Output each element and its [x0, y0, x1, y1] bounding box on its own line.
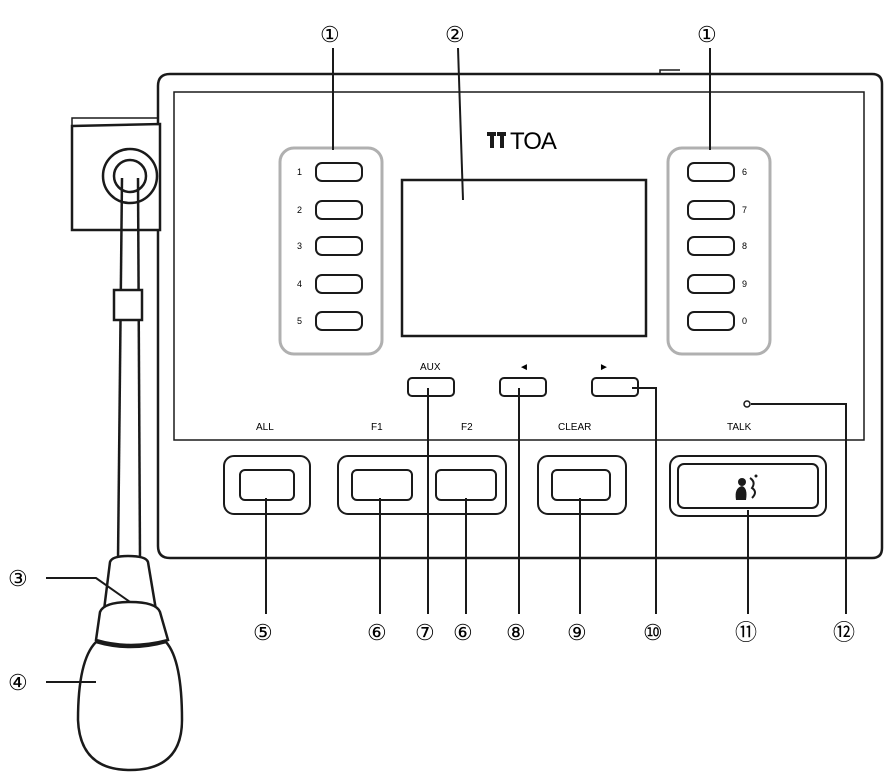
right-arrow-button[interactable]	[591, 377, 639, 397]
left-key-group: 1 2 3 4 5	[278, 146, 384, 356]
callout-4: ④	[8, 670, 28, 695]
microphone	[70, 117, 184, 772]
f2-label: F2	[461, 422, 473, 433]
callout-10: ⑩	[643, 620, 663, 645]
all-label: ALL	[256, 422, 274, 433]
brand-logo: TOA	[487, 128, 558, 155]
f-button-group	[337, 455, 507, 515]
f1-label: F1	[371, 422, 383, 433]
speaking-person-icon	[735, 474, 758, 500]
key-label-2: 2	[297, 205, 302, 215]
key-label-7: 7	[742, 205, 747, 215]
brand-text: TOA	[510, 128, 557, 155]
callout-6-f2: ⑥	[453, 620, 473, 645]
aux-button[interactable]	[407, 377, 455, 397]
aux-label: AUX	[420, 362, 441, 373]
left-arrow-label: ◄	[519, 362, 529, 373]
key-label-6: 6	[742, 167, 747, 177]
key-button-4[interactable]	[315, 274, 363, 294]
callout-1-left: ①	[320, 22, 340, 47]
callout-12: ⑫	[833, 620, 855, 645]
left-key-group-outline	[278, 146, 384, 356]
key-button-7[interactable]	[687, 200, 735, 220]
key-button-0[interactable]	[687, 311, 735, 331]
leader-lines	[46, 47, 847, 683]
key-label-0: 0	[742, 316, 747, 326]
right-key-group-outline	[666, 146, 772, 356]
callout-5: ⑤	[253, 620, 273, 645]
key-button-3[interactable]	[315, 236, 363, 256]
key-button-2[interactable]	[315, 200, 363, 220]
key-button-6[interactable]	[687, 162, 735, 182]
talk-button[interactable]	[669, 455, 827, 517]
callout-3: ③	[8, 566, 28, 591]
device-body	[156, 69, 884, 560]
callout-2: ②	[445, 22, 465, 47]
key-label-3: 3	[297, 241, 302, 251]
left-arrow-button[interactable]	[499, 377, 547, 397]
callout-6-f1: ⑥	[367, 620, 387, 645]
talk-label: TALK	[727, 422, 752, 433]
key-button-8[interactable]	[687, 236, 735, 256]
key-label-1: 1	[297, 167, 302, 177]
lcd-display	[400, 178, 648, 338]
key-label-5: 5	[297, 316, 302, 326]
right-arrow-label: ►	[599, 362, 609, 373]
callout-7: ⑦	[415, 620, 435, 645]
key-button-9[interactable]	[687, 274, 735, 294]
callout-9: ⑨	[567, 620, 587, 645]
clear-button[interactable]	[537, 455, 627, 515]
clear-label: CLEAR	[558, 422, 591, 433]
key-label-9: 9	[742, 279, 747, 289]
key-button-5[interactable]	[315, 311, 363, 331]
key-label-4: 4	[297, 279, 302, 289]
f1-button[interactable]	[351, 469, 413, 501]
key-button-1[interactable]	[315, 162, 363, 182]
talk-led	[743, 400, 751, 408]
callout-11: ⑪	[735, 620, 757, 645]
callout-1-right: ①	[697, 22, 717, 47]
right-key-group: 6 7 8 9 0	[666, 146, 772, 356]
key-label-8: 8	[742, 241, 747, 251]
callout-8: ⑧	[506, 620, 526, 645]
callouts: ① ② ① ③ ④ ⑤ ⑥ ⑦ ⑥ ⑧ ⑨ ⑩ ⑪ ⑫	[8, 22, 855, 695]
